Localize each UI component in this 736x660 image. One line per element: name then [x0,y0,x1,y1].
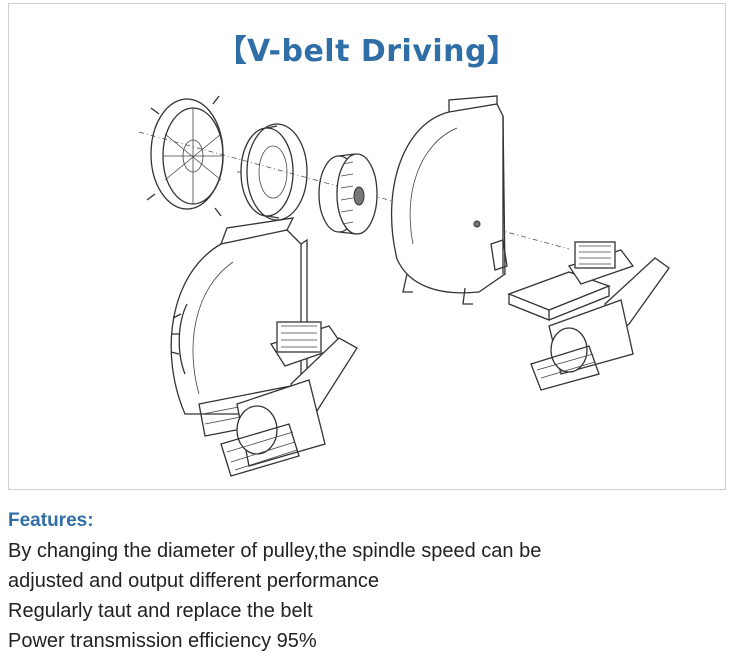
feature-line-2: adjusted and output different performanc… [8,570,379,592]
feature-line-4: Power transmission efficiency 95% [8,630,317,652]
volute-housing-part [390,95,508,305]
inlet-cone-part [237,123,308,221]
features-heading: Features: [8,510,94,531]
right-fan-assembly [507,241,670,391]
feature-line-1: By changing the diameter of pulley,the s… [8,540,542,562]
main-fan-assembly [170,217,358,477]
feature-line-3: Regularly taut and replace the belt [8,600,313,622]
v-belt-fan-illustration [138,95,670,477]
axis-centerline [138,131,570,250]
inlet-guard-part [146,95,224,217]
figure-title: 【V-belt Driving】 [216,34,518,69]
figure-frame: 【V-belt Driving】 [8,3,726,490]
impeller-part [318,153,378,235]
